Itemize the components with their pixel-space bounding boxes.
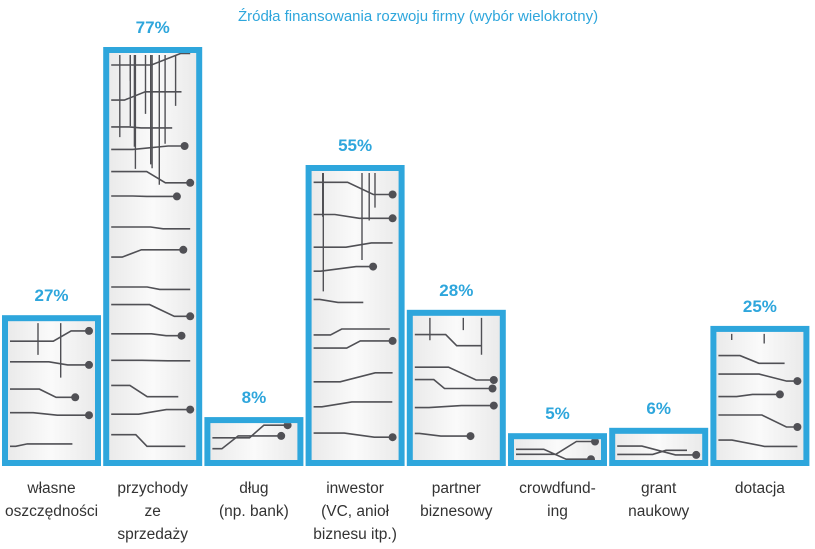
category-label: crowdfund-: [519, 480, 596, 497]
value-label: 8%: [242, 388, 267, 407]
circuit-pattern: [313, 173, 397, 442]
circuit-pattern: [212, 423, 292, 450]
category-label: (np. bank): [219, 503, 289, 520]
circuit-pattern: [414, 317, 498, 441]
value-label: 77%: [136, 18, 170, 37]
circuit-pattern: [617, 445, 701, 459]
bar: [2, 315, 101, 466]
circuit-pattern: [10, 323, 93, 448]
category-label: dotacja: [735, 480, 785, 497]
category-label: dług: [239, 480, 268, 497]
bar: [103, 47, 203, 466]
value-label: 25%: [743, 297, 777, 316]
category-label: oszczędności: [5, 503, 98, 520]
category-label: grant: [641, 480, 677, 497]
category-label: sprzedaży: [117, 526, 188, 543]
category-label: ze: [145, 503, 161, 520]
value-label: 55%: [338, 136, 372, 155]
bar: [710, 325, 810, 466]
category-label: własne: [26, 480, 75, 497]
circuit-pattern: [718, 333, 802, 448]
category-label: naukowy: [628, 503, 689, 520]
bars-group: 27% własne oszczędności 77% przychody ze sprze…: [2, 18, 810, 543]
bar: [406, 309, 506, 466]
value-label: 28%: [439, 281, 473, 300]
category-label: biznesu itp.): [313, 526, 397, 543]
category-label: partner: [432, 480, 481, 497]
value-label: 6%: [646, 399, 671, 418]
category-label: inwestor: [326, 480, 384, 497]
bar: [204, 417, 304, 467]
circuit-pattern: [516, 439, 599, 461]
category-label: ing: [547, 503, 568, 520]
category-label: (VC, anioł: [321, 503, 390, 520]
circuit-pattern: [111, 53, 195, 448]
bar: [609, 427, 709, 466]
chart-title: Źródła finansowania rozwoju firmy (wybór…: [238, 8, 598, 25]
bar: [305, 165, 405, 466]
value-label: 27%: [34, 286, 68, 305]
value-label: 5%: [545, 404, 570, 423]
bar-fill: [5, 318, 98, 463]
bar: [508, 433, 607, 467]
category-label: przychody: [117, 480, 188, 497]
category-label: biznesowy: [420, 503, 493, 520]
bar-fill: [612, 430, 706, 463]
